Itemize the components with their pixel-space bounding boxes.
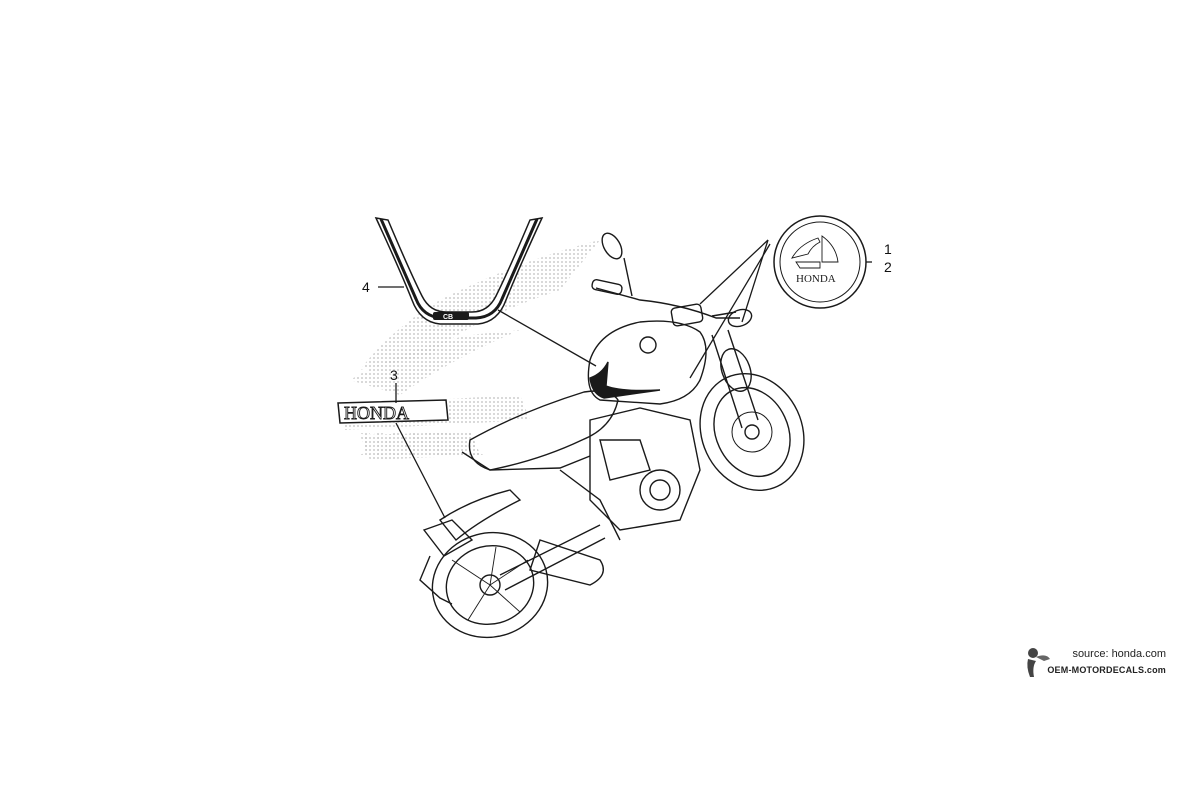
badge-text: HONDA — [344, 403, 409, 423]
callout-4: 4 — [362, 279, 370, 295]
source-attribution: source: honda.com — [1072, 648, 1166, 660]
brand-watermark: OEM-MOTORDECALS.com — [1047, 665, 1166, 675]
callout-2: 2 — [884, 259, 892, 275]
callout-3: 3 — [390, 367, 398, 383]
motorcycle-rider-icon — [1027, 648, 1050, 677]
motorcycle-drawing — [419, 232, 805, 639]
leader-lines — [378, 239, 872, 519]
emblem-text: HONDA — [796, 273, 836, 285]
callout-1: 1 — [884, 241, 892, 257]
part-1-2-emblem: HONDA — [773, 215, 867, 309]
watermark-text: HONDA — [360, 426, 483, 463]
part-3-honda-badge: HONDA — [337, 399, 449, 424]
honda-wing-watermark: HONDA — [340, 240, 600, 463]
stripe-logo-text: CB — [443, 314, 453, 321]
part-4-tank-stripe: CB — [374, 217, 544, 325]
